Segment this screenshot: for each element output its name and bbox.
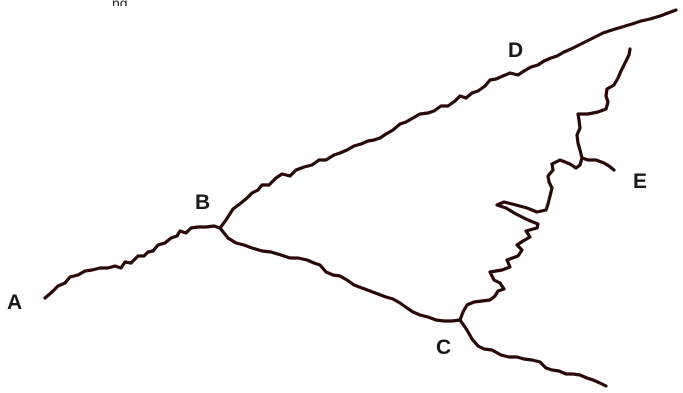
crack-segment-c-tail <box>458 318 608 388</box>
label-b: B <box>195 191 210 214</box>
cropped-caption-text: ng <box>0 0 300 6</box>
label-a: A <box>7 291 22 314</box>
crack-segment-a-b <box>43 224 222 300</box>
crack-segment-b-c <box>218 226 462 323</box>
label-d: D <box>508 39 523 62</box>
crack-segment-c-e <box>458 47 632 322</box>
crack-branch-e <box>580 156 616 172</box>
label-e: E <box>633 170 647 193</box>
crack-segment-b-d <box>218 8 678 230</box>
label-c: C <box>436 336 451 359</box>
